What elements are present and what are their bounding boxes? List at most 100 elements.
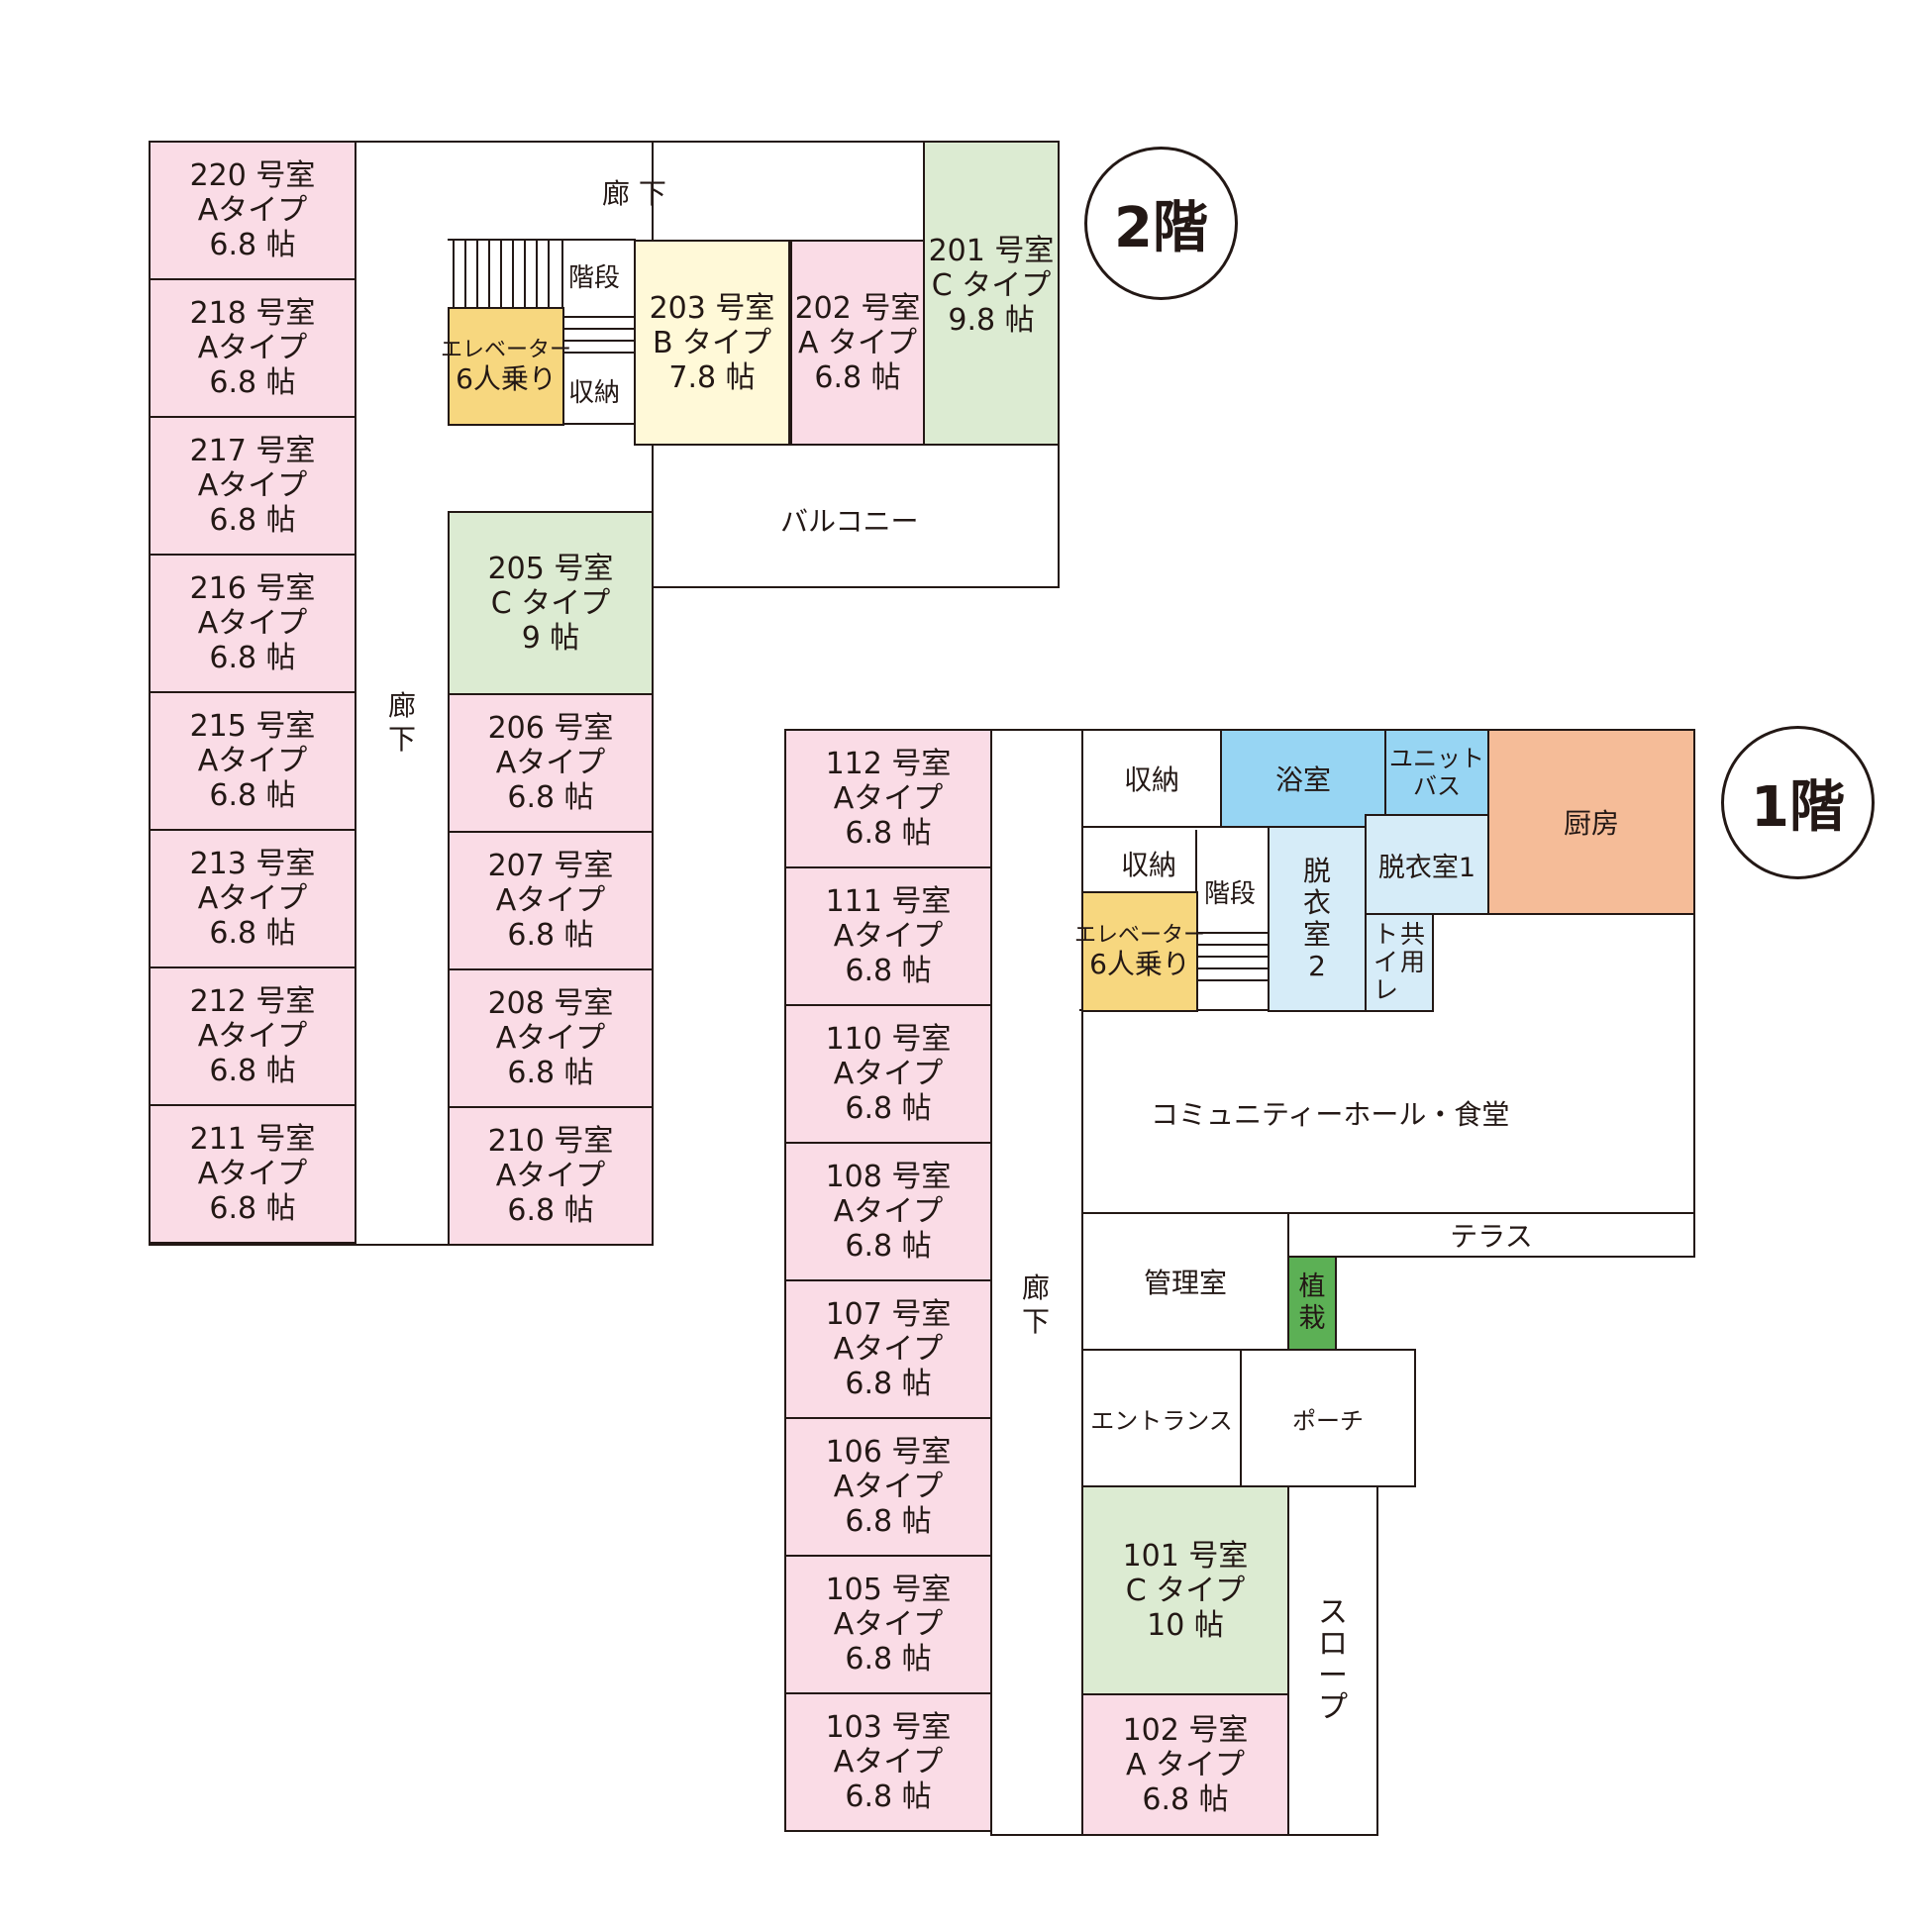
floor1-bath: 浴室 xyxy=(1220,729,1386,828)
terrace-label: テラス xyxy=(1450,1220,1533,1253)
room-number: 208 号室 xyxy=(487,986,614,1021)
toilet-col: ト イ レ xyxy=(1373,921,1398,1004)
room-type: A タイプ xyxy=(797,325,918,360)
dressing-char: 衣 xyxy=(1302,886,1331,919)
room-number: 202 号室 xyxy=(794,290,921,326)
toilet-char: イ xyxy=(1373,948,1398,976)
room-type: C タイプ xyxy=(1125,1573,1246,1608)
room-203[interactable]: 203 号室 B タイプ 7.8 帖 xyxy=(634,240,790,446)
room-size: 6.8 帖 xyxy=(1142,1781,1229,1817)
corridor-char: 下 xyxy=(1022,1305,1051,1338)
room-number: 207 号室 xyxy=(487,849,614,883)
room-101[interactable]: 101 号室 C タイプ 10 帖 xyxy=(1081,1485,1289,1695)
room-type: Aタイプ xyxy=(495,1159,606,1193)
room-number: 210 号室 xyxy=(487,1124,614,1159)
storage-label: 収納 xyxy=(1123,763,1179,796)
floor1-stairs-label: 階段 xyxy=(1204,879,1257,909)
dressing-char: 2 xyxy=(1308,950,1326,982)
floor2-corridor-top-label: 廊 下 xyxy=(602,177,666,210)
room-number: 105 号室 xyxy=(825,1573,952,1607)
room-102[interactable]: 102 号室 A タイプ 6.8 帖 xyxy=(1081,1693,1289,1836)
toilet-char: 共 xyxy=(1400,920,1426,949)
room-type: Aタイプ xyxy=(833,919,944,954)
room-type: Aタイプ xyxy=(495,746,606,780)
room-201[interactable]: 201 号室 C タイプ 9.8 帖 xyxy=(923,141,1060,446)
planting-char: 栽 xyxy=(1298,1303,1326,1334)
room-size: 6.8 帖 xyxy=(209,778,296,813)
room-number: 220 号室 xyxy=(189,158,316,193)
room-type: Aタイプ xyxy=(833,1470,944,1504)
room-number: 101 号室 xyxy=(1122,1538,1249,1574)
floor1-storage-1: 収納 xyxy=(1081,729,1222,828)
slope-char: ロ xyxy=(1318,1627,1348,1662)
room-type: B タイプ xyxy=(652,325,772,360)
room-202[interactable]: 202 号室 A タイプ 6.8 帖 xyxy=(790,240,925,446)
elevator-label: エレベーター xyxy=(1074,923,1206,948)
room-size: 6.8 帖 xyxy=(845,1229,932,1264)
room-number: 203 号室 xyxy=(649,290,775,326)
room-size: 6.8 帖 xyxy=(507,780,594,815)
room-number: 213 号室 xyxy=(189,847,316,881)
room-size: 6.8 帖 xyxy=(209,641,296,675)
unit-bath-label: バス xyxy=(1413,772,1461,800)
room-number: 111 号室 xyxy=(825,884,952,919)
room-number: 108 号室 xyxy=(825,1160,952,1194)
room-type: Aタイプ xyxy=(197,1019,308,1054)
dressing-char: 脱 xyxy=(1302,855,1331,887)
room-size: 6.8 帖 xyxy=(845,954,932,988)
floor1-hall-label: コミュニティーホール・食堂 xyxy=(1151,1098,1510,1131)
room-number: 217 号室 xyxy=(189,434,316,468)
room-size: 6.8 帖 xyxy=(507,1193,594,1228)
room-number: 103 号室 xyxy=(825,1710,952,1745)
room-type: Aタイプ xyxy=(197,1157,308,1191)
room-size: 6.8 帖 xyxy=(845,1504,932,1539)
floor1-entrance[interactable]: エントランス xyxy=(1081,1349,1242,1487)
floor2-balcony-label: バルコニー xyxy=(780,505,919,538)
room-number: 201 号室 xyxy=(928,234,1055,268)
floor1-shared-toilet: ト イ レ 共 用 xyxy=(1365,913,1434,1012)
room-type: Aタイプ xyxy=(495,883,606,918)
floor1-slope[interactable]: ス ロ ー プ xyxy=(1287,1485,1378,1836)
room-size: 6.8 帖 xyxy=(507,1056,594,1090)
elevator-label: エレベーター xyxy=(441,338,572,362)
floor2-corridor-side-label: 廊 下 xyxy=(388,689,416,757)
floor1-dressing-room-2: 脱 衣 室 2 xyxy=(1268,826,1367,1012)
kitchen-label: 厨房 xyxy=(1563,807,1619,840)
elevator-capacity: 6人乗り xyxy=(1089,948,1190,980)
room-205[interactable]: 205 号室 C タイプ 9 帖 xyxy=(448,511,654,695)
floor1-porch[interactable]: ポーチ xyxy=(1240,1349,1416,1487)
toilet-char: レ xyxy=(1373,975,1398,1004)
room-type: C タイプ xyxy=(931,268,1052,303)
room-number: 110 号室 xyxy=(825,1022,952,1057)
slope-char: プ xyxy=(1318,1690,1348,1725)
elevator-capacity: 6人乗り xyxy=(456,362,557,395)
room-size: 6.8 帖 xyxy=(845,1367,932,1401)
room-size: 7.8 帖 xyxy=(668,359,756,395)
floor2-elevator: エレベーター 6人乗り xyxy=(441,307,571,426)
room-number: 102 号室 xyxy=(1122,1712,1249,1748)
room-size: 6.8 帖 xyxy=(507,918,594,953)
room-size: 9 帖 xyxy=(521,620,580,656)
room-size: 6.8 帖 xyxy=(209,228,296,262)
porch-label: ポーチ xyxy=(1292,1406,1364,1435)
